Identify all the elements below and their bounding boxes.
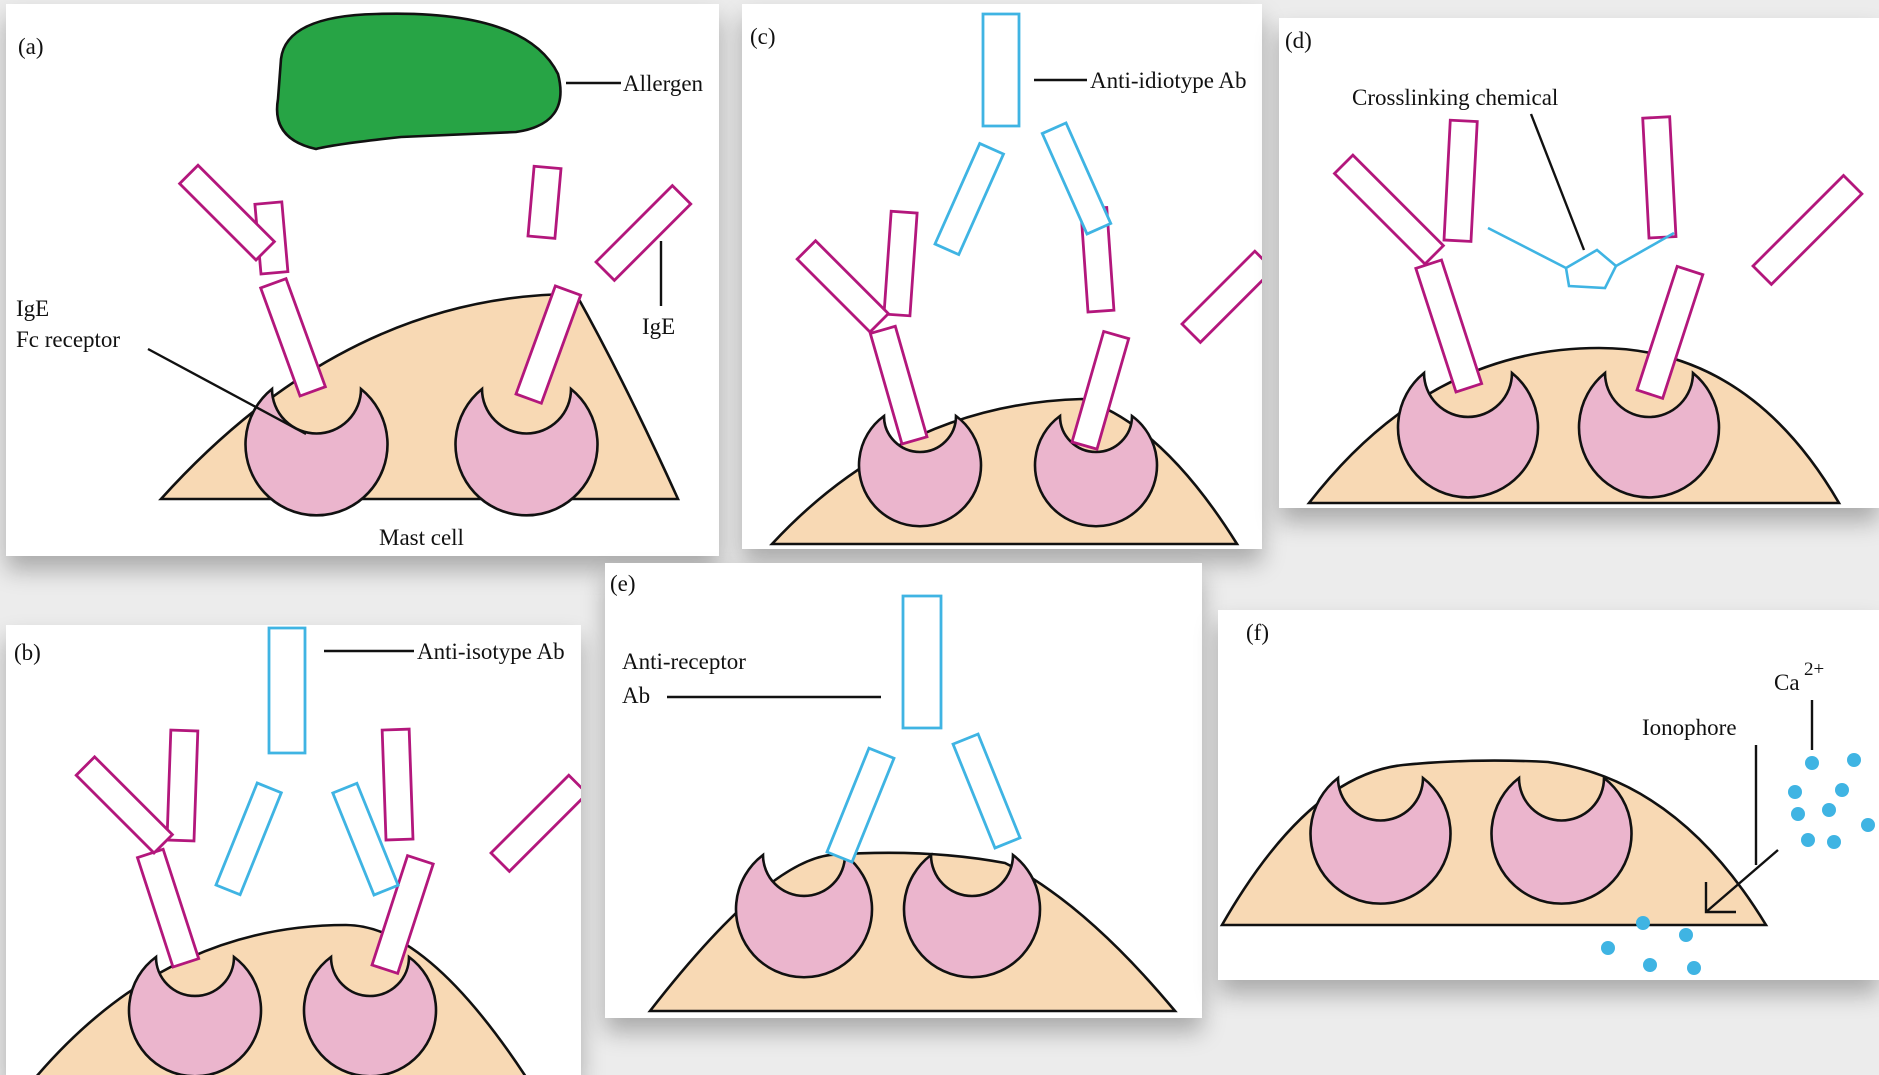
ige-antibody [76, 730, 198, 967]
anti-receptor-label-line2: Ab [622, 683, 650, 708]
ige-antibody [180, 165, 326, 396]
panel-a: (a) Allergen IgE Fc receptor IgE Mast c [6, 4, 719, 556]
panel-c-diagram: (c) Anti-idiotype Ab [742, 4, 1262, 549]
panel-d: (d) Crosslinking chemical [1279, 18, 1879, 508]
ionophore-label: Ionophore [1642, 715, 1737, 740]
crosslinking-chemical-molecule [1488, 228, 1674, 288]
crosslinking-chemical-label: Crosslinking chemical [1352, 85, 1558, 110]
ige-label: IgE [642, 314, 675, 339]
ige-receptor-label-line1: IgE [16, 296, 49, 321]
anti-receptor-antibody [827, 596, 1020, 862]
panel-d-label: (d) [1285, 28, 1312, 53]
panel-f-label: (f) [1246, 620, 1269, 645]
anti-isotype-label: Anti-isotype Ab [417, 639, 565, 664]
mast-cell [1309, 348, 1839, 503]
mast-cell-label: Mast cell [379, 525, 464, 550]
panel-c: (c) Anti-idiotype Ab [742, 4, 1262, 549]
panel-e: (e) Anti-receptor Ab [605, 563, 1202, 1018]
anti-idiotype-antibody [935, 14, 1111, 255]
calcium-charge-label: 2+ [1804, 659, 1824, 680]
panel-b: (b) Anti-isotype Ab [6, 625, 581, 1075]
allergen-label: Allergen [623, 71, 704, 96]
calcium-label: Ca [1774, 670, 1800, 695]
panel-d-diagram: (d) Crosslinking chemical [1279, 18, 1879, 508]
anti-receptor-label-line1: Anti-receptor [622, 649, 746, 674]
panel-e-diagram: (e) Anti-receptor Ab [605, 563, 1202, 1018]
ige-receptor-label-line2: Fc receptor [16, 327, 120, 352]
panel-f-diagram: (f) Ionophore Ca 2+ [1218, 610, 1879, 980]
ige-antibody [797, 211, 927, 444]
allergen-shape [277, 14, 560, 149]
anti-isotype-antibody [216, 628, 398, 895]
panel-b-diagram: (b) Anti-isotype Ab [6, 625, 581, 1075]
ige-antibody [1637, 117, 1862, 399]
panel-f: (f) Ionophore Ca 2+ [1218, 610, 1879, 980]
panel-b-label: (b) [14, 640, 41, 665]
panel-e-label: (e) [610, 571, 636, 596]
ige-antibody [372, 729, 581, 973]
panel-c-label: (c) [750, 24, 776, 49]
ige-antibody [1334, 120, 1481, 392]
panel-a-label: (a) [18, 34, 44, 59]
mast-cell [772, 399, 1237, 544]
anti-idiotype-label: Anti-idiotype Ab [1090, 68, 1247, 93]
mast-cell [36, 925, 526, 1075]
panel-a-diagram: (a) Allergen IgE Fc receptor IgE Mast c [6, 4, 719, 556]
ige-antibody [1072, 207, 1262, 449]
